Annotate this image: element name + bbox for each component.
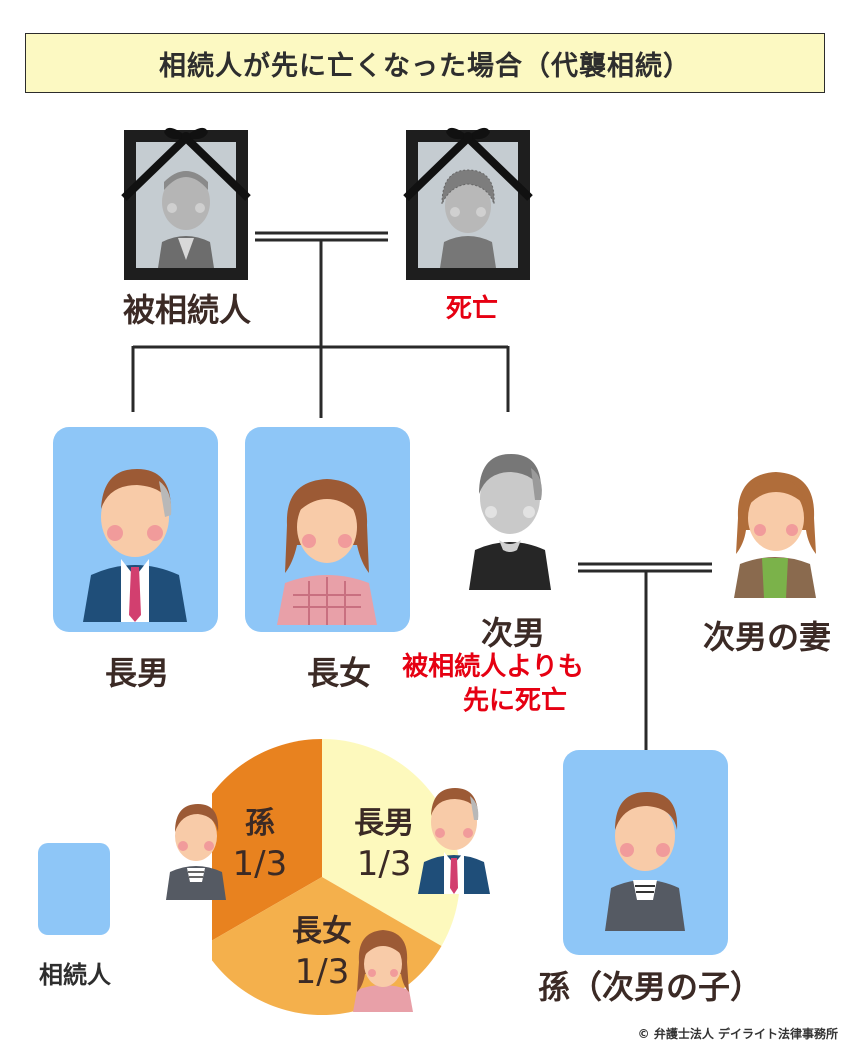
spouse-portrait [406,130,530,280]
second-son-note-line2: 先に死亡 [462,686,568,716]
copyright-credit: © 弁護士法人 デイライト法律事務所 [637,1027,838,1041]
mourning-ribbon-icon [121,127,251,201]
eldest-daughter-figure [277,479,377,625]
eldest-son-figure [83,469,187,622]
second-son-wife-figure [734,472,816,598]
second-son-wife-label: 次男の妻 [702,618,832,656]
pie-grandchild-figure [166,804,226,900]
pie-label-eldest-daughter: 長女 [292,914,352,949]
diagram-title: 相続人が先に亡くなった場合（代襲相続） [25,33,825,93]
pie-share-grandchild: 1/3 [232,844,287,884]
second-son-note-line1: 被相続人よりも [402,652,584,682]
eldest-daughter-label: 長女 [306,654,372,692]
grandchild-heir-box [563,750,728,955]
legend-heir-label: 相続人 [39,961,111,989]
grandchild-label: 孫（次男の子） [537,968,763,1006]
second-son-label: 次男 [480,614,546,652]
legend-heir-swatch [38,843,110,935]
pie-eldest-daughter-figure [353,930,413,1012]
eldest-daughter-heir-box [245,427,410,632]
decedent-label: 被相続人 [122,291,252,329]
pie-slice-eldest-son [322,739,460,946]
grandchild-figure [605,792,685,931]
second-son-figure [469,454,551,590]
spouse-deceased-label: 死亡 [445,294,499,324]
eldest-son-label: 長男 [104,654,170,692]
eldest-son-heir-box [53,427,218,632]
pie-share-eldest-daughter: 1/3 [295,952,350,992]
decedent-portrait [124,130,248,280]
pie-eldest-son-figure [418,788,490,894]
mourning-ribbon-icon [403,127,533,201]
pie-label-eldest-son: 長男 [354,806,414,841]
pie-share-eldest-son: 1/3 [357,844,412,884]
pie-label-grandchild: 孫 [245,806,275,841]
